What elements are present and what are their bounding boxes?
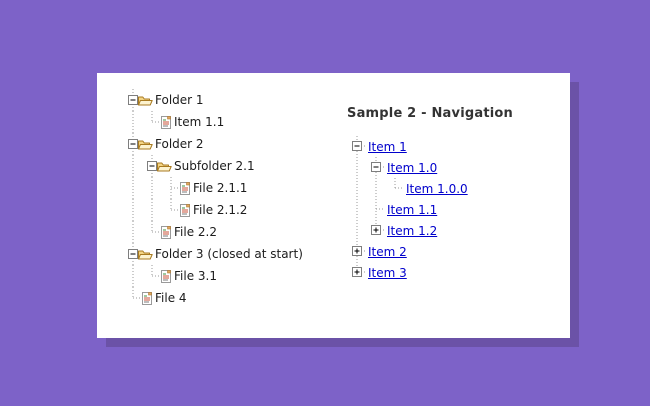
tree-connector-icon bbox=[123, 265, 142, 287]
page-icon bbox=[180, 203, 192, 217]
tree-row: Item 1.1 bbox=[123, 111, 303, 133]
tree-row: File 2.2 bbox=[123, 221, 303, 243]
tree-connector-icon bbox=[142, 177, 161, 199]
tree-row: Item 3 bbox=[347, 262, 513, 283]
tree-row: Item 1.1 bbox=[347, 199, 513, 220]
tree-node-label[interactable]: File 2.1.2 bbox=[193, 203, 248, 217]
tree-row: Item 2 bbox=[347, 241, 513, 262]
tree-row: Folder 2 bbox=[123, 133, 303, 155]
collapse-toggle-icon[interactable] bbox=[123, 89, 142, 111]
tree-connector-icon bbox=[366, 178, 385, 199]
tree-connector-icon bbox=[347, 220, 366, 241]
tree-row: File 2.1.1 bbox=[123, 177, 303, 199]
tree-row: File 4 bbox=[123, 287, 303, 309]
collapse-toggle-icon[interactable] bbox=[142, 155, 161, 177]
expand-toggle-icon[interactable] bbox=[366, 220, 385, 241]
folder-open-icon bbox=[138, 138, 154, 151]
tree-row: Subfolder 2.1 bbox=[123, 155, 303, 177]
tree-connector-icon bbox=[385, 178, 404, 199]
page-icon bbox=[161, 269, 173, 283]
page-icon bbox=[180, 181, 192, 195]
tree-row: File 2.1.2 bbox=[123, 199, 303, 221]
tree-connector-icon bbox=[123, 177, 142, 199]
tree-node-link[interactable]: Item 2 bbox=[368, 244, 407, 259]
tree-connector-icon bbox=[161, 199, 180, 221]
tree-connector-icon bbox=[123, 155, 142, 177]
tree-row: Item 1 bbox=[347, 136, 513, 157]
tree-connector-icon bbox=[123, 287, 142, 309]
tree-connector-icon bbox=[347, 157, 366, 178]
expand-toggle-icon[interactable] bbox=[347, 241, 366, 262]
tree-node-link[interactable]: Item 1 bbox=[368, 139, 407, 154]
tree-connector-icon bbox=[347, 178, 366, 199]
tree-row: Item 1.0 bbox=[347, 157, 513, 178]
tree-connector-icon bbox=[142, 111, 161, 133]
page-icon bbox=[161, 115, 173, 129]
collapse-toggle-icon[interactable] bbox=[366, 157, 385, 178]
tree-row: Item 1.0.0 bbox=[347, 178, 513, 199]
tree-node-label[interactable]: File 2.2 bbox=[174, 225, 217, 239]
tree-connector-icon bbox=[123, 221, 142, 243]
tree-connector-icon bbox=[161, 177, 180, 199]
tree-node-label[interactable]: Folder 2 bbox=[155, 137, 204, 151]
tree-node-label[interactable]: Folder 1 bbox=[155, 93, 204, 107]
tree-connector-icon bbox=[366, 199, 385, 220]
tree-node-label[interactable]: Subfolder 2.1 bbox=[174, 159, 255, 173]
folder-open-icon bbox=[157, 160, 173, 173]
page-icon bbox=[161, 225, 173, 239]
tree-node-label[interactable]: Item 1.1 bbox=[174, 115, 225, 129]
expand-toggle-icon[interactable] bbox=[347, 262, 366, 283]
tree-node-link[interactable]: Item 1.1 bbox=[387, 202, 438, 217]
tree-connector-icon bbox=[142, 265, 161, 287]
page-icon bbox=[142, 291, 154, 305]
collapse-toggle-icon[interactable] bbox=[347, 136, 366, 157]
tree-connector-icon bbox=[123, 199, 142, 221]
tree-node-label[interactable]: File 2.1.1 bbox=[193, 181, 248, 195]
tree-row: Folder 1 bbox=[123, 89, 303, 111]
tree-node-link[interactable]: Item 1.0.0 bbox=[406, 181, 468, 196]
tree-connector-icon bbox=[123, 111, 142, 133]
tree-row: Folder 3 (closed at start) bbox=[123, 243, 303, 265]
collapse-toggle-icon[interactable] bbox=[123, 243, 142, 265]
tree-connector-icon bbox=[142, 199, 161, 221]
tree-row: Item 1.2 bbox=[347, 220, 513, 241]
collapse-toggle-icon[interactable] bbox=[123, 133, 142, 155]
tree-node-label[interactable]: File 3.1 bbox=[174, 269, 217, 283]
tree-connector-icon bbox=[142, 221, 161, 243]
tree-node-link[interactable]: Item 1.0 bbox=[387, 160, 438, 175]
folder-open-icon bbox=[138, 248, 154, 261]
tree-node-label[interactable]: File 4 bbox=[155, 291, 187, 305]
tree-node-link[interactable]: Item 1.2 bbox=[387, 223, 438, 238]
tree-connector-icon bbox=[347, 199, 366, 220]
tree-row: File 3.1 bbox=[123, 265, 303, 287]
folder-open-icon bbox=[138, 94, 154, 107]
panel-title: Sample 2 - Navigation bbox=[347, 106, 513, 121]
content-card: Folder 1 Item 1.1 Folder 2 Subfolder 2.1… bbox=[97, 73, 570, 338]
tree-node-label[interactable]: Folder 3 (closed at start) bbox=[155, 247, 303, 261]
file-tree: Folder 1 Item 1.1 Folder 2 Subfolder 2.1… bbox=[123, 89, 303, 309]
tree-node-link[interactable]: Item 3 bbox=[368, 265, 407, 280]
